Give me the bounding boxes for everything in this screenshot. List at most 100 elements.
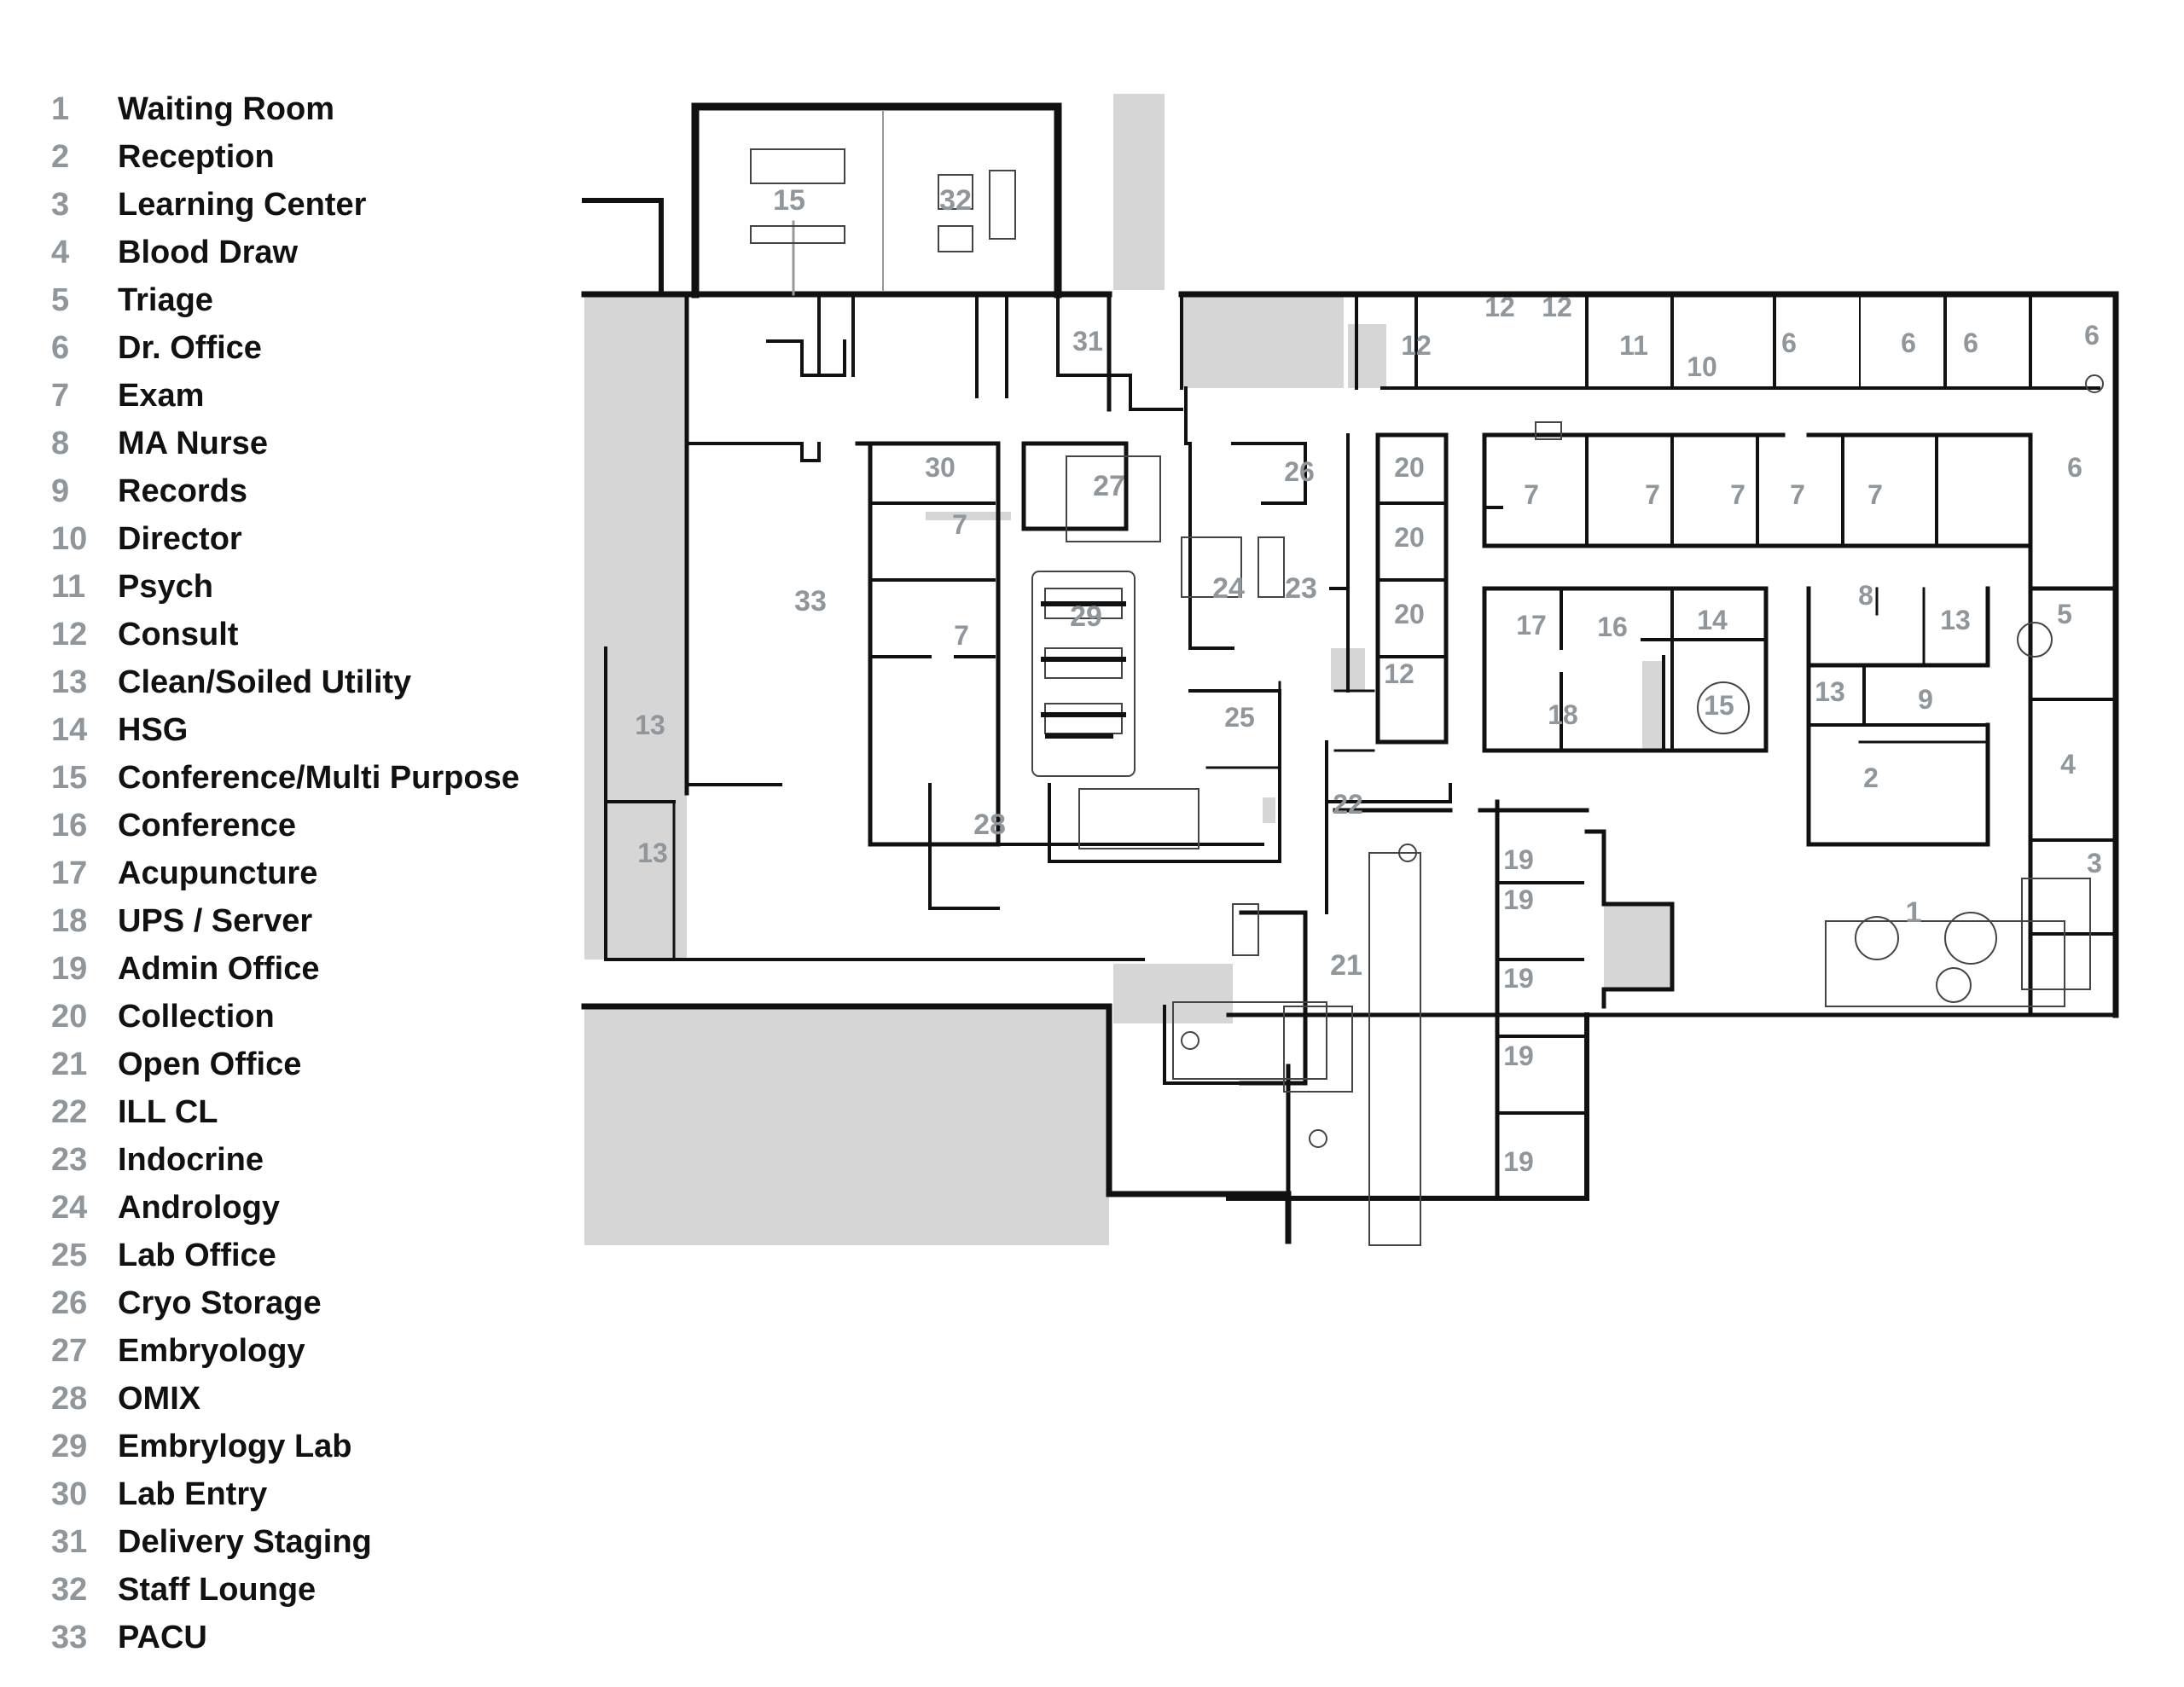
- room-number-label: 15: [1704, 690, 1734, 721]
- legend-label: Collection: [118, 998, 275, 1035]
- legend-number: 8: [51, 425, 70, 461]
- legend-label: UPS / Server: [118, 902, 313, 939]
- legend-label: OMIX: [118, 1380, 201, 1417]
- legend-item: 3 Learning Center: [51, 181, 366, 229]
- legend-label: Psych: [118, 568, 213, 605]
- legend-label: Dr. Office: [118, 329, 262, 366]
- legend-label: Lab Entry: [118, 1475, 268, 1512]
- room-number-label: 6: [2084, 320, 2100, 351]
- room-number-label: 16: [1597, 612, 1628, 642]
- room-number-label: 12: [1384, 658, 1414, 689]
- room-number-label: 27: [1093, 470, 1125, 502]
- legend-number: 33: [51, 1619, 88, 1655]
- legend-number: 21: [51, 1046, 88, 1082]
- legend-number: 24: [51, 1189, 88, 1226]
- room-number-label: 7: [954, 620, 969, 651]
- legend-label: Cryo Storage: [118, 1284, 322, 1321]
- room-number-label: 1: [1906, 896, 1922, 929]
- room-number-label: 17: [1516, 610, 1547, 641]
- room-number-label: 2: [1863, 762, 1879, 793]
- room-number-label: 7: [1867, 479, 1883, 510]
- legend-item: 26 Cryo Storage: [51, 1279, 322, 1327]
- legend-item: 27 Embryology: [51, 1327, 305, 1375]
- room-number-label: 33: [794, 585, 827, 617]
- room-number-label: 11: [1619, 330, 1648, 361]
- room-number-label: 19: [1503, 1041, 1534, 1071]
- legend-number: 17: [51, 855, 88, 891]
- room-number-label: 6: [2067, 452, 2082, 483]
- room-number-label: 8: [1858, 580, 1873, 611]
- legend-number: 27: [51, 1332, 88, 1369]
- room-number-label: 7: [952, 509, 967, 540]
- legend-item: 6 Dr. Office: [51, 324, 262, 372]
- legend-label: Clean/Soiled Utility: [118, 664, 412, 700]
- legend-number: 3: [51, 186, 70, 223]
- legend-number: 11: [51, 568, 86, 605]
- room-number-label: 19: [1503, 884, 1534, 915]
- legend-number: 18: [51, 902, 88, 939]
- room-number-label: 14: [1697, 605, 1728, 635]
- legend-number: 9: [51, 472, 70, 509]
- equipment-racks: [1041, 601, 1126, 739]
- room-number-label: 28: [973, 809, 1006, 841]
- legend-number: 1: [51, 90, 70, 127]
- legend-number: 6: [51, 329, 70, 366]
- room-number-label: 19: [1503, 1146, 1534, 1177]
- room-number-label: 4: [2060, 749, 2076, 780]
- room-number-label: 20: [1394, 599, 1425, 629]
- legend-number: 7: [51, 377, 70, 414]
- furniture: [750, 148, 2104, 1246]
- legend-label: Embrylogy Lab: [118, 1428, 352, 1464]
- legend-number: 5: [51, 281, 70, 318]
- legend-label: Indocrine: [118, 1141, 264, 1178]
- legend-number: 15: [51, 759, 88, 796]
- legend-number: 26: [51, 1284, 88, 1321]
- legend-label: Staff Lounge: [118, 1571, 317, 1608]
- legend-number: 16: [51, 807, 88, 844]
- room-number-label: 21: [1330, 949, 1362, 982]
- legend-label: HSG: [118, 711, 189, 748]
- context-areas: [584, 94, 1672, 1245]
- legend-item: 16 Conference: [51, 802, 296, 849]
- legend-label: Consult: [118, 616, 239, 652]
- legend-label: Exam: [118, 377, 205, 414]
- room-number-label: 6: [1781, 328, 1797, 358]
- legend-label: Learning Center: [118, 186, 367, 223]
- room-number-label: 5: [2057, 599, 2072, 629]
- legend-label: Open Office: [118, 1046, 302, 1082]
- legend-label: ILL CL: [118, 1093, 218, 1130]
- legend-item: 7 Exam: [51, 372, 204, 420]
- legend-label: Admin Office: [118, 950, 320, 987]
- room-number-label: 12: [1484, 292, 1515, 322]
- legend-label: Director: [118, 520, 242, 557]
- room-number-label: 15: [773, 184, 805, 217]
- legend-number: 31: [51, 1523, 88, 1560]
- legend-label: Embryology: [118, 1332, 305, 1369]
- room-number-label: 13: [637, 838, 668, 868]
- legend-label: Lab Office: [118, 1237, 276, 1273]
- legend-item: 18 UPS / Server: [51, 897, 312, 945]
- legend-label: Conference: [118, 807, 297, 844]
- legend-number: 4: [51, 234, 70, 270]
- room-number-label: 30: [925, 452, 956, 483]
- room-number-label: 26: [1284, 456, 1315, 487]
- legend-number: 19: [51, 950, 88, 987]
- legend-label: Reception: [118, 138, 275, 175]
- room-number-label: 10: [1687, 351, 1717, 382]
